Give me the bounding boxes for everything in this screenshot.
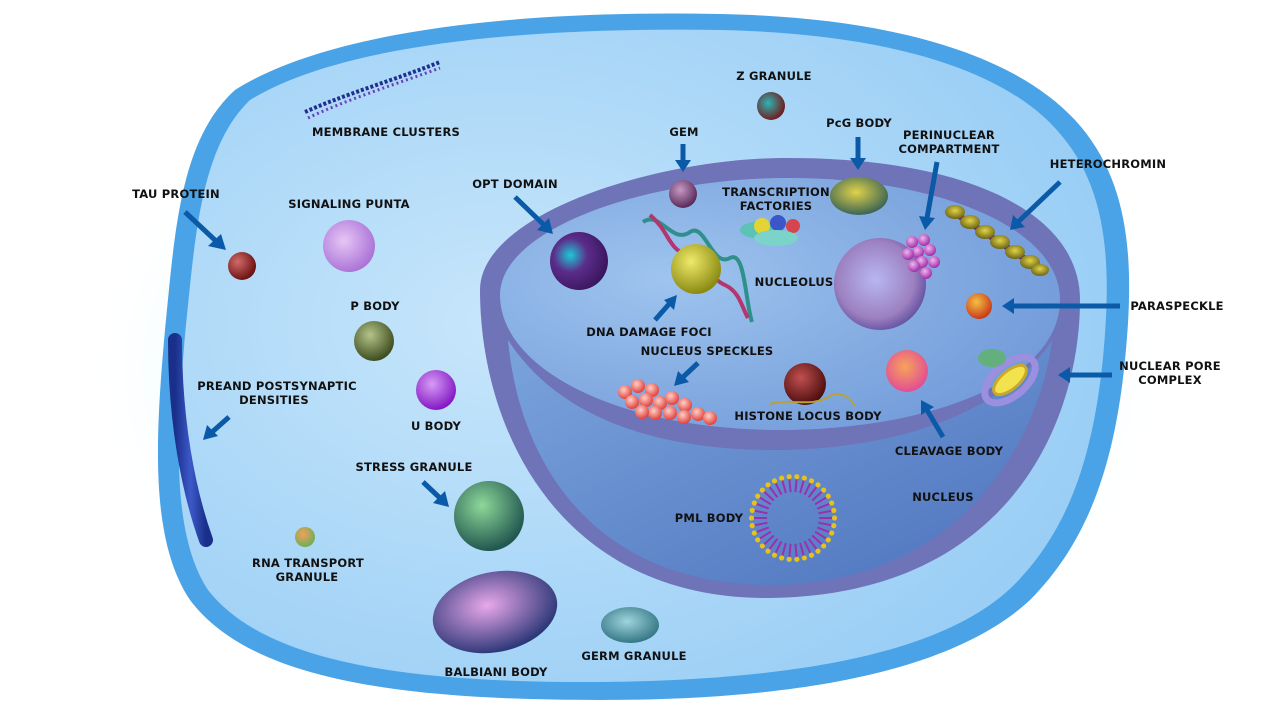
pcg-body-shape xyxy=(830,177,888,215)
p-body-shape xyxy=(354,321,394,361)
paraspeckle-shape xyxy=(966,293,992,319)
nucleus-speckles-shape xyxy=(618,379,717,425)
labels: MEMBRANE CLUSTERS Z GRANULE GEM PcG BODY… xyxy=(132,69,1223,679)
synaptic-density-shape xyxy=(168,333,213,547)
cleavage-body-shape xyxy=(886,350,928,392)
label-stress-granule: STRESS GRANULE xyxy=(355,460,472,474)
label-nucleus-speckles: NUCLEUS SPECKLES xyxy=(641,344,774,358)
pml-body-shape xyxy=(748,474,838,562)
label-rna-transport-2: GRANULE xyxy=(276,570,339,584)
label-histone-locus-body: HISTONE LOCUS BODY xyxy=(734,409,882,423)
label-perinuclear-1: PERINUCLEAR xyxy=(903,128,995,142)
label-paraspeckle: PARASPECKLE xyxy=(1130,299,1223,313)
histone-strand-shape xyxy=(769,392,856,407)
label-signaling-punta: SIGNALING PUNTA xyxy=(288,197,409,211)
label-z-granule: Z GRANULE xyxy=(736,69,811,83)
label-p-body: P BODY xyxy=(350,299,400,313)
perinuclear-compartment-shape xyxy=(902,234,940,279)
label-pml-body: PML BODY xyxy=(675,511,744,525)
z-granule-shape xyxy=(757,92,785,120)
label-transcription-2: FACTORIES xyxy=(740,199,813,213)
label-nucleus: NUCLEUS xyxy=(912,490,974,504)
nucleolus-shape xyxy=(834,238,926,330)
label-nuclear-pore-1: NUCLEAR PORE xyxy=(1119,359,1221,373)
nuclear-pore-complex-shape xyxy=(978,349,1039,407)
label-cleavage-body: CLEAVAGE BODY xyxy=(895,444,1004,458)
label-u-body: U BODY xyxy=(411,419,462,433)
balbiani-body-shape xyxy=(432,570,558,654)
label-heterochromin: HETEROCHROMIN xyxy=(1050,157,1166,171)
tau-protein-shape xyxy=(228,252,256,280)
rna-transport-granule-shape xyxy=(295,527,315,547)
signaling-punta-shape xyxy=(323,220,375,272)
label-perinuclear-2: COMPARTMENT xyxy=(898,142,999,156)
membrane-clusters-shape xyxy=(304,60,441,120)
u-body-shape xyxy=(416,370,456,410)
label-germ-granule: GERM GRANULE xyxy=(581,649,686,663)
label-nucleolus: NUCLEOLUS xyxy=(755,275,834,289)
label-synaptic-1: PREAND POSTSYNAPTIC xyxy=(197,379,356,393)
opt-domain-shape xyxy=(550,232,608,290)
label-synaptic-2: DENSITIES xyxy=(239,393,309,407)
dna-damage-foci-shape xyxy=(671,244,721,294)
transcription-factories-shape xyxy=(740,215,800,246)
label-pcg-body: PcG BODY xyxy=(826,116,892,130)
gem-shape xyxy=(669,180,697,208)
nucleus-inner xyxy=(508,340,1052,585)
label-tau-protein: TAU PROTEIN xyxy=(132,187,220,201)
label-transcription-1: TRANSCRIPTION xyxy=(722,185,830,199)
label-nuclear-pore-2: COMPLEX xyxy=(1138,373,1202,387)
label-arrows xyxy=(183,137,1120,507)
label-opt-domain: OPT DOMAIN xyxy=(472,177,558,191)
germ-granule-shape xyxy=(601,607,659,643)
histone-locus-body-shape xyxy=(784,363,826,405)
label-gem: GEM xyxy=(669,125,698,139)
label-balbiani-body: BALBIANI BODY xyxy=(444,665,547,679)
stress-granule-shape xyxy=(454,481,524,551)
heterochromin-shape xyxy=(945,205,1049,276)
label-membrane-clusters: MEMBRANE CLUSTERS xyxy=(312,125,460,139)
label-rna-transport-1: RNA TRANSPORT xyxy=(252,556,364,570)
label-dna-damage-foci: DNA DAMAGE FOCI xyxy=(586,325,712,339)
